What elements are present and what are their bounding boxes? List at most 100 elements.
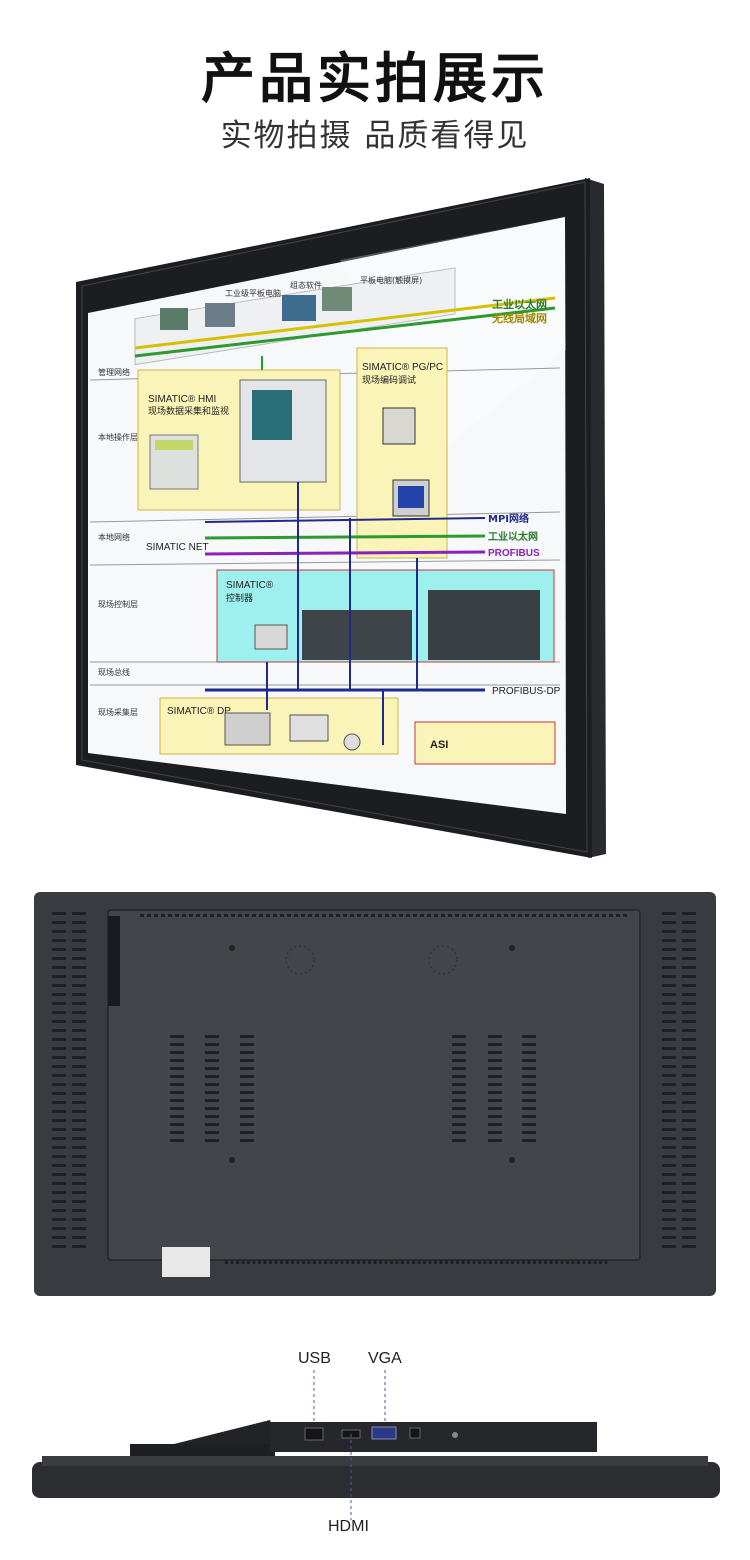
plc-rack-large xyxy=(428,590,540,660)
vent-slot xyxy=(588,1260,591,1264)
vent-slot xyxy=(72,912,86,915)
vent-slot xyxy=(488,1139,502,1142)
vent-slot xyxy=(595,914,599,917)
vent-slot xyxy=(240,1099,254,1102)
vent-slot xyxy=(240,1067,254,1070)
vent-slot xyxy=(280,914,284,917)
monitor-bottom-edge xyxy=(32,1462,720,1498)
vent-slot xyxy=(72,1011,86,1014)
vent-slot xyxy=(522,1067,536,1070)
vent-slot xyxy=(488,1059,502,1062)
vent-slot xyxy=(522,1260,525,1264)
vent-slot xyxy=(170,1107,184,1110)
vent-slot xyxy=(522,1131,536,1134)
vent-slot xyxy=(682,1047,696,1050)
vent-slot xyxy=(182,914,186,917)
vent-slot xyxy=(287,914,291,917)
vent-slot xyxy=(72,966,86,969)
vent-slot xyxy=(522,1091,536,1094)
vent-slot xyxy=(406,1260,410,1264)
dc-port[interactable] xyxy=(409,1427,421,1439)
vent-slot xyxy=(240,1075,254,1078)
vent-slot xyxy=(511,1260,514,1264)
plc-rack-middle xyxy=(302,610,412,660)
vent-slot xyxy=(662,1245,676,1248)
vent-slot xyxy=(539,914,543,917)
vent-slot xyxy=(662,1209,676,1212)
vent-slot xyxy=(456,1260,459,1264)
vent-slot xyxy=(72,1056,86,1059)
vent-slot xyxy=(560,1260,564,1264)
vent-slot xyxy=(682,1110,696,1113)
vent-slot xyxy=(205,1075,219,1078)
vent-slot xyxy=(52,993,66,996)
vent-slot xyxy=(522,1051,536,1054)
vent-slot xyxy=(494,1260,498,1264)
vent-slot xyxy=(240,1035,254,1038)
vent-slot xyxy=(241,1260,245,1264)
vent-slot xyxy=(371,914,375,917)
vent-slot xyxy=(52,1056,66,1059)
vent-slot xyxy=(170,1123,184,1126)
monitor-ports-photo xyxy=(32,1420,720,1498)
controller-title: SIMATIC® xyxy=(226,580,274,591)
vent-slot xyxy=(662,1218,676,1221)
vent-slot xyxy=(623,914,627,917)
vent-slot xyxy=(72,1209,86,1212)
vent-slot xyxy=(72,1047,86,1050)
vent-slot xyxy=(452,1123,466,1126)
vent-slot xyxy=(240,1115,254,1118)
vent-slot xyxy=(52,1236,66,1239)
vent-slot xyxy=(72,1128,86,1131)
vent-slot xyxy=(52,1200,66,1203)
vent-slot xyxy=(170,1115,184,1118)
vent-slot xyxy=(52,984,66,987)
vent-slot xyxy=(170,1075,184,1078)
vent-slot xyxy=(662,1164,676,1167)
label-top-1: 工业级平板电脑 xyxy=(225,288,281,298)
vent-slot xyxy=(682,912,696,915)
usb-port[interactable] xyxy=(304,1427,324,1441)
vent-slot xyxy=(662,1002,676,1005)
vent-slot xyxy=(662,1047,676,1050)
vent-slot xyxy=(662,1236,676,1239)
page-title: 产品实拍展示 xyxy=(201,47,549,110)
vent-slot xyxy=(682,984,696,987)
vent-slot xyxy=(72,1038,86,1041)
layer-local-operation: 本地操作层 xyxy=(98,432,138,442)
vent-slot xyxy=(52,948,66,951)
vent-slot xyxy=(532,914,536,917)
vent-slot xyxy=(522,1043,536,1046)
vent-slot xyxy=(682,1083,696,1086)
vent-slot xyxy=(588,914,592,917)
vent-slot xyxy=(240,1139,254,1142)
vent-slot xyxy=(273,914,277,917)
vent-slot xyxy=(682,975,696,978)
vga-port[interactable] xyxy=(371,1426,397,1440)
vent-slot xyxy=(52,1092,66,1095)
vent-slot xyxy=(52,1164,66,1167)
vent-slot xyxy=(217,914,221,917)
vent-slot xyxy=(315,914,319,917)
vent-slot xyxy=(522,1107,536,1110)
vent-slot xyxy=(170,1067,184,1070)
vent-slot xyxy=(522,1035,536,1038)
vent-slot xyxy=(72,957,86,960)
vent-slot xyxy=(662,993,676,996)
vent-slot xyxy=(52,921,66,924)
vent-slot xyxy=(280,1260,283,1264)
asi-box xyxy=(414,721,556,765)
vent-slot xyxy=(682,939,696,942)
vent-slot xyxy=(582,1260,586,1264)
vent-slot xyxy=(52,966,66,969)
vent-slot xyxy=(252,1260,256,1264)
vent-slot xyxy=(351,1260,355,1264)
vent-slot xyxy=(52,930,66,933)
vent-slot xyxy=(488,1099,502,1102)
vent-slot xyxy=(52,1083,66,1086)
vent-slot xyxy=(662,1092,676,1095)
vent-slot xyxy=(205,1043,219,1046)
vent-slot xyxy=(72,930,86,933)
vent-slot xyxy=(379,1260,382,1264)
vent-slot xyxy=(72,1173,86,1176)
